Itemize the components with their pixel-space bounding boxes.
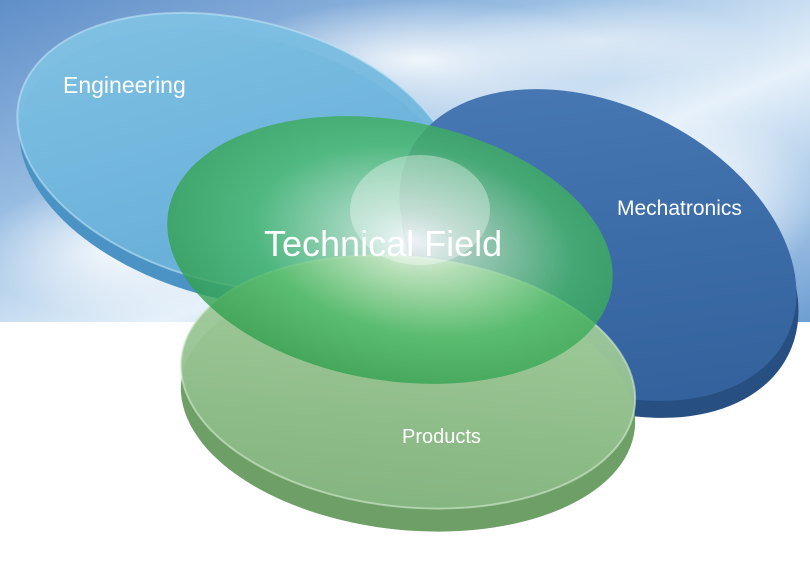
technical-field-disk — [167, 116, 613, 384]
engineering-label: Engineering — [63, 72, 186, 98]
center-label: Technical Field — [264, 223, 502, 264]
mechatronics-label: Mechatronics — [617, 197, 742, 220]
products-label: Products — [402, 426, 481, 448]
